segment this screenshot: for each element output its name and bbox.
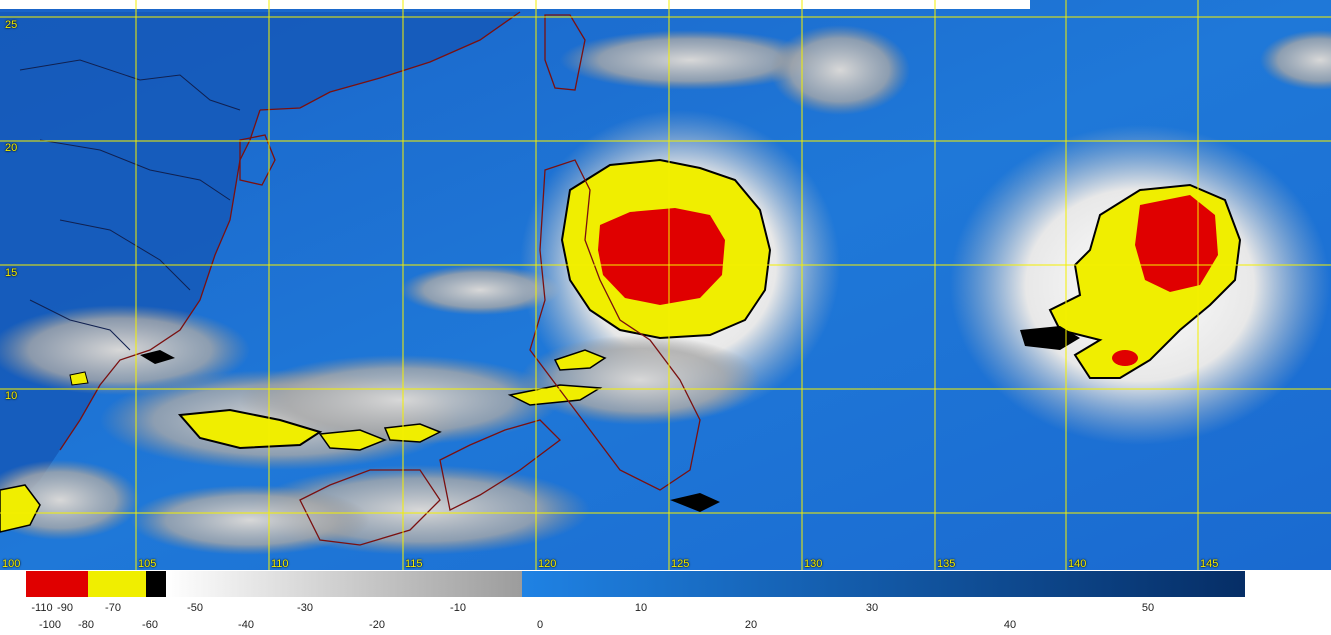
legend-swatch-black [146, 571, 166, 597]
typhoon-west [507, 25, 910, 425]
lon-label-115: 115 [405, 558, 423, 570]
lon-label-130: 130 [804, 558, 823, 570]
lat-label-15: 15 [5, 267, 18, 279]
legend-label-minus80: -80 [78, 619, 94, 631]
legend-label-minus110: -110 [31, 602, 53, 614]
lon-label-140: 140 [1068, 558, 1087, 570]
lon-label-120: 120 [538, 558, 557, 570]
legend-label-minus40: -40 [238, 619, 254, 631]
temperature-color-bar [26, 571, 1245, 597]
lat-label-20: 20 [5, 142, 18, 154]
legend-label-minus70: -70 [105, 602, 121, 614]
legend-swatch-yellow [88, 571, 146, 597]
legend-label-30: 30 [865, 602, 879, 614]
legend-swatch-red [26, 571, 88, 597]
lon-label-100: 100 [2, 558, 21, 570]
legend-label-minus20: -20 [369, 619, 385, 631]
legend-gradient-gray [166, 571, 522, 597]
legend-label-minus90: -90 [57, 602, 73, 614]
lon-label-110: 110 [271, 558, 289, 570]
legend-label-40: 40 [1003, 619, 1017, 631]
legend-label-20: 20 [744, 619, 758, 631]
legend-label-10: 10 [634, 602, 648, 614]
lat-label-25: 25 [5, 19, 18, 31]
legend-label-minus50: -50 [187, 602, 203, 614]
legend-label-50: 50 [1141, 602, 1155, 614]
top-margin [0, 0, 1030, 9]
legend-label-minus100: -100 [38, 619, 62, 631]
lon-label-145: 145 [1200, 558, 1219, 570]
lon-label-105: 105 [138, 558, 157, 570]
coastlines [59, 11, 701, 546]
lon-label-135: 135 [937, 558, 956, 570]
typhoon-east [950, 30, 1331, 445]
lat-label-10: 10 [5, 390, 18, 402]
lat-lon-grid [0, 0, 1331, 570]
lon-label-125: 125 [671, 558, 690, 570]
cold-cloud-tops [0, 350, 720, 533]
legend-label-minus10: -10 [450, 602, 466, 614]
legend-label-minus30: -30 [297, 602, 313, 614]
mainland-asia [0, 12, 520, 510]
legend-gradient-blue [522, 571, 1245, 597]
legend-label-minus60: -60 [142, 619, 158, 631]
country-borders [19, 59, 241, 351]
legend-label-0: 0 [536, 619, 544, 631]
